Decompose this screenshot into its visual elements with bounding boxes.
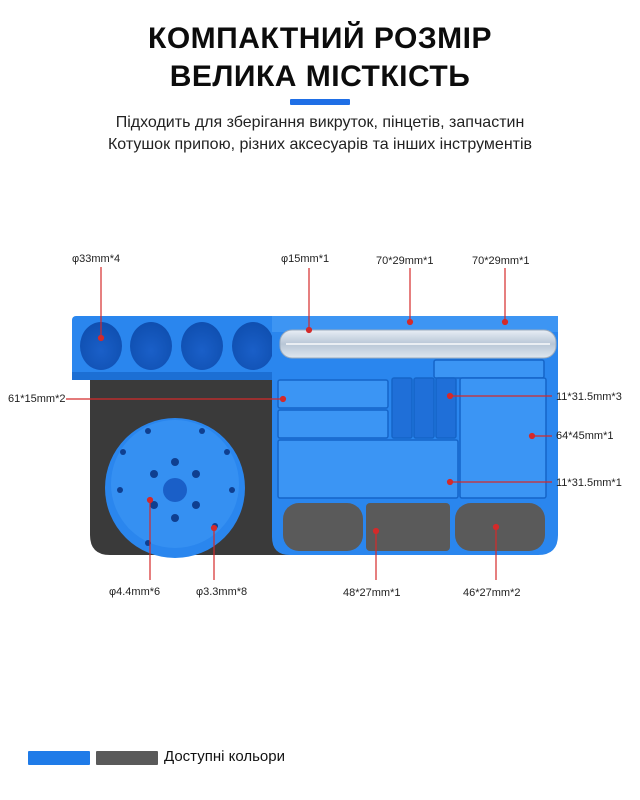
slot-11a: [391, 377, 413, 439]
color-swatch-blue: [28, 751, 90, 765]
compartment-64: [459, 377, 547, 499]
label-slot-70-a: 70*29mm*1: [376, 255, 434, 267]
label-slot-11-a: 11*31.5mm*3: [556, 391, 622, 403]
label-slot-70-b: 70*29mm*1: [472, 255, 530, 267]
available-colors-label: Доступні кольори: [164, 748, 285, 765]
slot-11b: [413, 377, 435, 439]
label-holes-33: φ33mm*4: [72, 253, 121, 265]
label-pad-48: 48*27mm*1: [343, 587, 401, 599]
pad-right: [455, 503, 545, 551]
round-holder: [105, 418, 245, 558]
slot-11c: [435, 377, 457, 439]
holes-block: [72, 316, 280, 378]
compartment-small: [433, 359, 545, 379]
heading-line-2: ВЕЛИКА МІСТКІСТЬ: [169, 60, 471, 93]
label-slot-61: 61*15mm*2: [8, 393, 66, 405]
large-holes: [80, 322, 274, 370]
compartment-61b: [277, 409, 389, 439]
label-slot-11-b: 11*31.5mm*1: [556, 477, 622, 489]
label-pad-46: 46*27mm*2: [463, 587, 521, 599]
heading-line-1: КОМПАКТНИЙ РОЗМІР: [148, 22, 492, 55]
pad-mid: [366, 503, 450, 551]
compartment-wide: [277, 439, 459, 499]
pad-left: [283, 503, 363, 551]
subtitle-line-2: Котушок припою, різних аксесуарів та інш…: [107, 136, 533, 153]
compartment-61a: [277, 379, 389, 409]
label-hole-33: φ3.3mm*8: [196, 586, 248, 598]
subtitle-line-1: Підходить для зберігання викруток, пінце…: [115, 114, 525, 131]
label-tube-15: φ15mm*1: [281, 253, 330, 265]
label-slot-64: 64*45mm*1: [556, 430, 614, 442]
heading-underline: [290, 99, 350, 105]
label-hole-44: φ4.4mm*6: [109, 586, 161, 598]
color-swatch-gray: [96, 751, 158, 765]
